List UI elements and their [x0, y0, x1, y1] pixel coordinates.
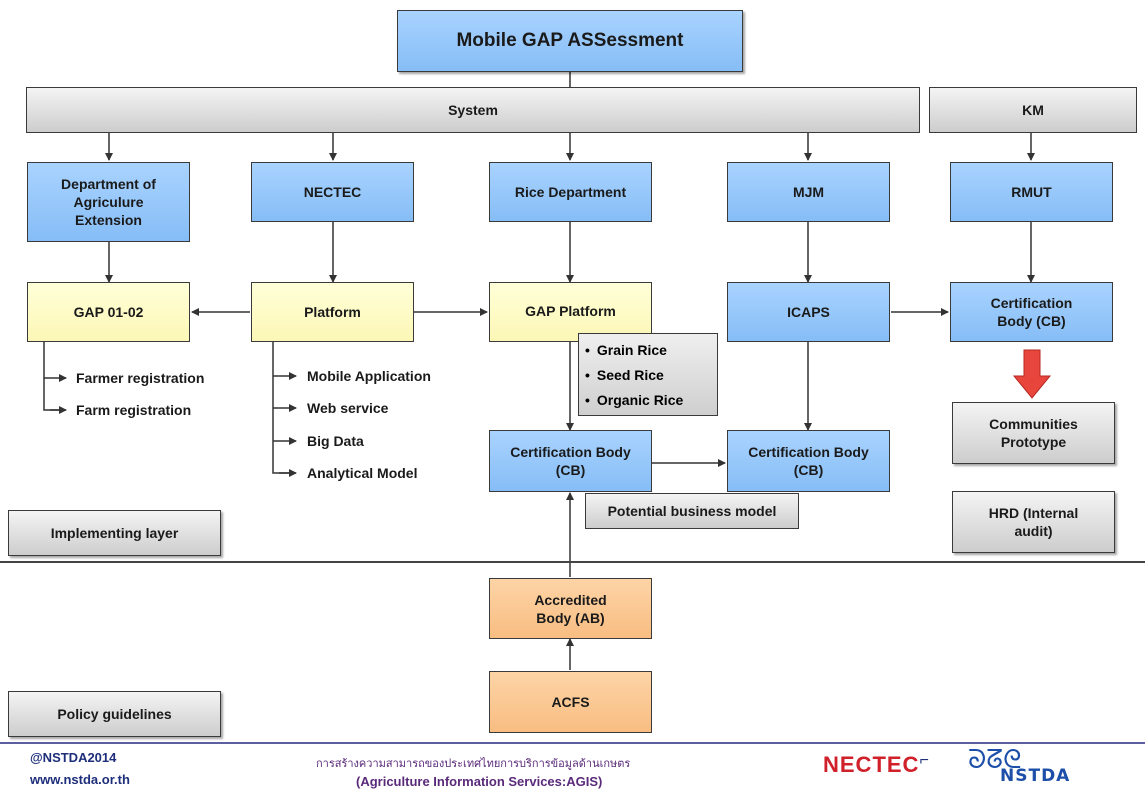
ab-label: Accredited Body (AB) [534, 591, 607, 626]
footer-handle: @NSTDA2014 [30, 750, 117, 765]
footer-url: www.nstda.or.th [30, 772, 130, 787]
policy-label: Policy guidelines [57, 706, 172, 722]
communities-label: Communities Prototype [989, 416, 1078, 450]
platform-item: Mobile Application [307, 368, 431, 384]
cb-left-label: Certification Body (CB) [510, 444, 631, 478]
hrd-label: HRD (Internal audit) [988, 505, 1079, 539]
org-mjm-label: MJM [792, 184, 825, 200]
org-doae: Department of Agriculure Extension [27, 162, 190, 242]
implementing-label: Implementing layer [50, 525, 179, 541]
communities-box: Communities Prototype [952, 402, 1115, 464]
icaps-box: ICAPS [727, 282, 890, 342]
red-down-arrow [1012, 349, 1052, 399]
accredited-body-box: Accredited Body (AB) [489, 578, 652, 639]
title-box: Mobile GAP ASSessment [397, 10, 743, 72]
org-rice-department: Rice Department [489, 162, 652, 222]
gap-01-02-box: GAP 01-02 [27, 282, 190, 342]
platform-item: Big Data [307, 433, 364, 449]
org-nectec-label: NECTEC [303, 184, 362, 200]
policy-guidelines-box: Policy guidelines [8, 691, 221, 737]
footer-thai-text: การสร้างความสามารถของประเทศไทยการบริการข… [316, 758, 631, 770]
rice-type-item: •Seed Rice [585, 367, 664, 383]
gap-platform-box: GAP Platform [489, 282, 652, 342]
gap-platform-label: GAP Platform [525, 303, 616, 319]
platform-box: Platform [251, 282, 414, 342]
org-doae-label: Department of Agriculure Extension [61, 176, 156, 228]
rice-type-item: •Organic Rice [585, 392, 684, 408]
potential-label: Potential business model [607, 503, 777, 519]
acfs-label: ACFS [551, 694, 590, 710]
cb-right-box: Certification Body (CB) [950, 282, 1113, 342]
gap-01-02-label: GAP 01-02 [73, 304, 144, 320]
gap-item: Farmer registration [76, 370, 205, 386]
system-bar: System [26, 87, 920, 133]
km-label: KM [1022, 102, 1044, 118]
rice-types-list: •Grain Rice •Seed Rice •Organic Rice [578, 333, 718, 416]
implementing-layer-box: Implementing layer [8, 510, 221, 556]
org-rmut-label: RMUT [1011, 184, 1052, 200]
platform-item: Analytical Model [307, 465, 418, 481]
org-mjm: MJM [727, 162, 890, 222]
acfs-box: ACFS [489, 671, 652, 733]
cb-right-label: Certification Body (CB) [990, 295, 1073, 329]
page-title: Mobile GAP ASSessment [456, 30, 684, 51]
potential-business-model-box: Potential business model [585, 493, 799, 529]
footer-agis: (Agriculture Information Services:AGIS) [356, 774, 603, 789]
platform-label: Platform [304, 304, 361, 320]
hrd-box: HRD (Internal audit) [952, 491, 1115, 553]
cb-mid-label: Certification Body (CB) [748, 444, 869, 478]
gap-item: Farm registration [76, 402, 192, 418]
cb-left-box: Certification Body (CB) [489, 430, 652, 492]
org-nectec: NECTEC [251, 162, 414, 222]
nectec-logo: NECTEC⌐ [823, 752, 930, 777]
platform-item: Web service [307, 400, 389, 416]
rice-type-item: •Grain Rice [585, 342, 667, 358]
org-rice-label: Rice Department [514, 184, 627, 200]
nstda-logo: ᘐᘔᘓ NSTDA [968, 745, 1071, 786]
org-rmut: RMUT [950, 162, 1113, 222]
cb-mid-box: Certification Body (CB) [727, 430, 890, 492]
km-bar: KM [929, 87, 1137, 133]
system-label: System [448, 102, 498, 118]
icaps-label: ICAPS [787, 304, 830, 320]
